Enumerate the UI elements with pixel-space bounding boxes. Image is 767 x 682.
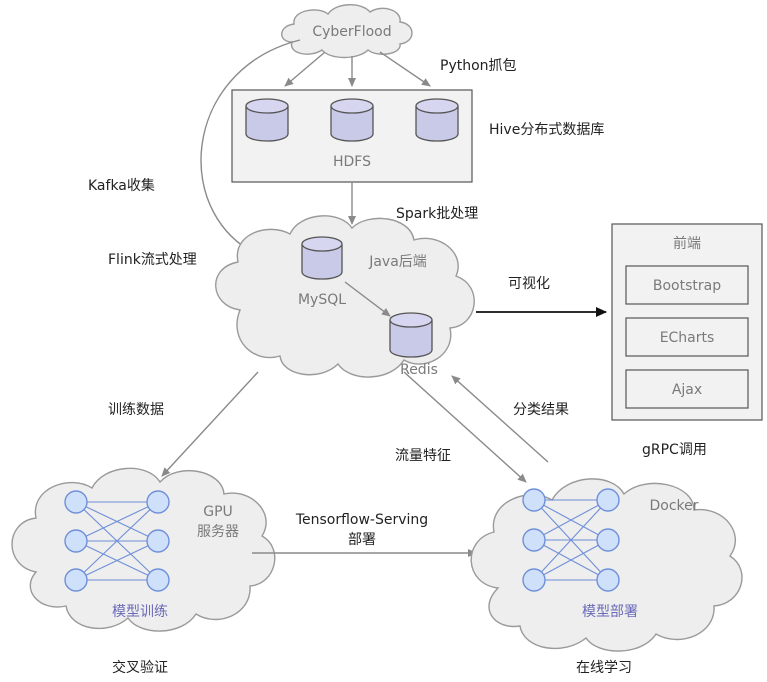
python-capture-label: Python抓包 [440,58,517,74]
arrow-kafka [200,39,301,259]
mysql-cylinder [301,236,343,280]
frontend-title: 前端 [673,235,701,252]
cyberflood-cloud [281,4,413,59]
model-training-label: 模型训练 [112,604,168,620]
hdfs-label: HDFS [333,154,371,170]
redis-cylinder [389,312,433,358]
traffic-features-label: 流量特征 [395,448,451,464]
flink-label: Flink流式处理 [108,252,197,268]
training-data-label: 训练数据 [108,402,164,418]
tf-serving-label: Tensorflow-Serving [295,512,428,528]
arrow-traffic-features [403,371,527,483]
docker-cloud [470,478,743,652]
frontend-item-echarts-box [625,317,749,357]
kafka-label: Kafka收集 [88,177,155,194]
spark-label: Spark批处理 [396,206,478,222]
visualization-label: 可视化 [508,276,550,292]
frontend-item-bootstrap: Bootstrap [653,278,721,294]
arrow-mysql-redis [344,281,391,317]
hive-label: Hive分布式数据库 [489,122,604,138]
docker-neural-network-icon [522,488,620,592]
gpu-label: GPU [203,504,233,520]
frontend-item-ajax-box [625,369,749,409]
frontend-item-bootstrap-box [625,265,749,305]
grpc-label: gRPC调用 [642,442,707,458]
hdfs-cylinder-2 [330,98,374,142]
cyberflood-label: CyberFlood [312,24,391,40]
hdfs-cylinder-1 [245,98,289,142]
redis-label: Redis [400,362,438,378]
classification-result-label: 分类结果 [513,402,569,418]
frontend-item-echarts: ECharts [660,330,715,346]
arrow-cyberflood-hdfs-1 [284,51,326,87]
arrow-training-data [161,371,259,477]
arrow-cyberflood-hdfs-3 [379,51,431,87]
online-learning-caption: 在线学习 [576,660,632,676]
frontend-item-ajax: Ajax [672,382,702,398]
arrow-classification-result [451,375,549,463]
model-deploy-label: 模型部署 [582,604,638,620]
gpu-neural-network-icon [64,490,170,592]
tf-serving-deploy-label: 部署 [348,532,376,548]
gpu-server-label: 服务器 [197,524,239,540]
hdfs-cylinder-3 [415,98,459,142]
java-backend-label: Java后端 [368,254,427,270]
cross-validation-caption: 交叉验证 [112,659,168,676]
docker-label: Docker [649,498,698,514]
mysql-label: MySQL [298,292,346,308]
